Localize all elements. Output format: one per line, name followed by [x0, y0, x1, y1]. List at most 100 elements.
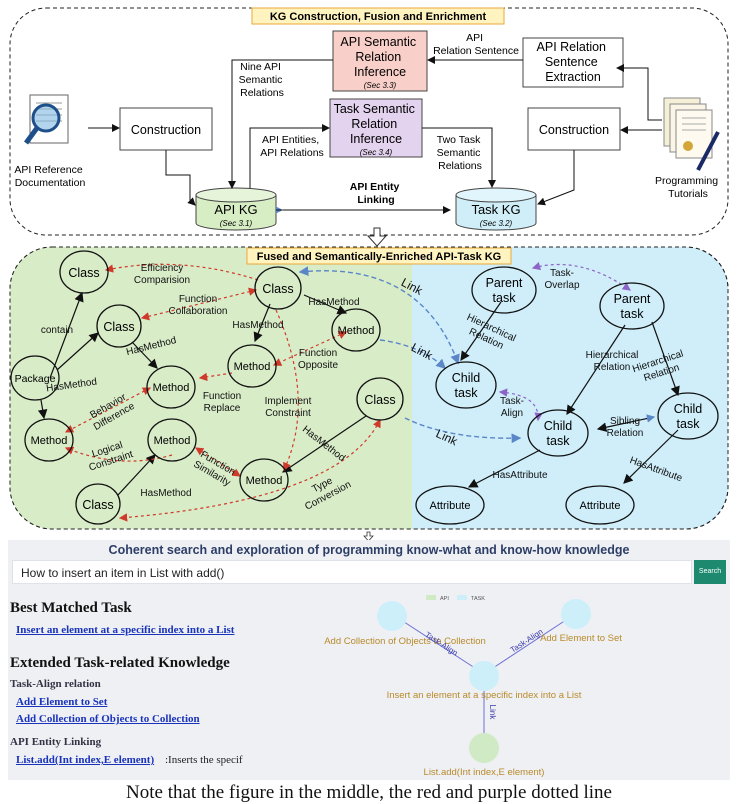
best-matched-link[interactable]: Insert an element at a specific index in…: [16, 624, 235, 636]
node-method-2: [227, 344, 277, 388]
node-package: [10, 355, 60, 401]
top-panel-title-tag: [251, 7, 505, 25]
search-ui-title: Coherent search and exploration of progr…: [108, 543, 630, 557]
node-class-5: [75, 483, 121, 525]
api-entity-linking-label: API Entity Linking: [350, 181, 403, 206]
node-class-2-label: Class: [103, 320, 134, 334]
node-child-task-3: [657, 392, 719, 440]
graph-node-bottom[interactable]: [469, 733, 499, 763]
node-class-3: [254, 266, 302, 310]
api-semantic-inference-box: [332, 30, 428, 92]
search-input[interactable]: How to insert an item in List with add(): [12, 560, 692, 584]
node-parent-task-2: [599, 282, 665, 330]
api-semantic-inference-title: API Semantic Relation Inference: [340, 35, 419, 79]
construction-right-label: Construction: [539, 123, 609, 137]
best-matched-heading: Best Matched Task: [10, 600, 132, 616]
task-graph: API TASK Add Collection of Objects to Co…: [324, 595, 622, 778]
task-align-heading: Task-Align relation: [10, 678, 101, 690]
node-method-5: [147, 418, 197, 462]
task-semantic-sec: (Sec 3.4): [360, 148, 393, 157]
graph-edge-link: Link: [488, 705, 497, 721]
fused-panel-title: Fused and Semantically-Enriched API-Task…: [257, 251, 502, 263]
node-attribute-2: [565, 485, 635, 525]
node-class-3-label: Class: [262, 282, 293, 296]
label-hasmethod-2: HasMethod: [232, 320, 283, 331]
search-button[interactable]: Search: [694, 560, 726, 584]
node-method-4: [24, 418, 74, 462]
node-method-2-label: Method: [234, 361, 271, 373]
extended-knowledge-heading: Extended Task-related Knowledge: [10, 655, 230, 671]
legend-api-swatch: [426, 595, 436, 600]
graph-node-left[interactable]: [377, 601, 407, 631]
fused-panel-title-tag: [246, 247, 512, 265]
node-attribute-2-label: Attribute: [580, 500, 621, 512]
node-class-2: [96, 304, 142, 348]
task-semantic-inference-box: [329, 98, 423, 158]
api-kg-cylinder: [195, 187, 277, 231]
node-method-6-label: Method: [246, 475, 283, 487]
node-attribute-1: [415, 485, 485, 525]
task-align-link-1[interactable]: Add Element to Set: [16, 696, 108, 708]
graph-node-bottom-label: List.add(Int index,E element): [424, 767, 545, 778]
node-class-4: [356, 377, 404, 421]
top-panel-title: KG Construction, Fusion and Enrichment: [270, 11, 487, 23]
api-linking-heading: API Entity Linking: [10, 736, 102, 748]
label-task-overlap: Task-Overlap: [544, 268, 579, 291]
api-kg-label: API KG: [214, 202, 257, 217]
legend-task-swatch: [457, 595, 467, 600]
two-task-relations-label: Two Task Semantic Relations: [437, 134, 484, 172]
label-hasmethod-5: HasMethod: [140, 488, 191, 499]
node-method-3: [146, 365, 196, 409]
nine-relations-label: Nine API Semantic Relations: [239, 61, 286, 99]
graph-node-left-label: Add Collection of Objects to Collection: [324, 636, 486, 647]
construction-left-box: [119, 107, 213, 151]
label-task-align: Task-Align: [500, 396, 524, 419]
documentation-magnifier-icon: [23, 94, 69, 145]
api-entities-label: API Entities, API Relations: [260, 134, 324, 159]
api-link-description: :Inserts the specif: [165, 754, 243, 766]
construction-right-box: [527, 107, 621, 151]
programming-tutorials-label: Programming Tutorials: [655, 175, 721, 200]
node-method-1-label: Method: [338, 325, 375, 337]
label-contain: contain: [41, 325, 73, 336]
graph-node-right-label: Add Element to Set: [540, 633, 622, 644]
down-arrow-icon: [366, 227, 388, 247]
node-child-task-1: [435, 361, 497, 409]
node-class-1-label: Class: [68, 266, 99, 280]
api-link[interactable]: List.add(Int index,E element): [16, 754, 155, 766]
api-semantic-sec: (Sec 3.3): [364, 81, 397, 90]
task-kg-cylinder: [455, 187, 537, 231]
figure-caption: Note that the figure in the middle, the …: [126, 782, 612, 803]
node-attribute-1-label: Attribute: [430, 500, 471, 512]
api-relation-extraction-box: [522, 37, 624, 88]
api-relation-extraction-title: API Relation Sentence Extraction: [537, 40, 610, 84]
graph-node-center-label: Insert an element at a specific index in…: [387, 690, 582, 701]
api-relation-sentence-label: API Relation Sentence: [433, 32, 519, 57]
legend-task-label: TASK: [471, 596, 485, 602]
construction-left-label: Construction: [131, 123, 201, 137]
node-parent-task-1: [471, 266, 537, 314]
node-method-6: [239, 458, 289, 502]
api-kg-sec: (Sec 3.1): [220, 219, 253, 228]
task-semantic-inference-title: Task Semantic Relation Inference: [334, 102, 419, 146]
task-kg-label: Task KG: [471, 202, 520, 217]
label-hasmethod-1: HasMethod: [308, 297, 359, 308]
tutorial-documents-icon: [663, 97, 720, 171]
task-align-link-2[interactable]: Add Collection of Objects to Collection: [16, 713, 200, 725]
node-method-5-label: Method: [154, 435, 191, 447]
graph-node-right[interactable]: [561, 599, 591, 629]
task-kg-sec: (Sec 3.2): [480, 219, 513, 228]
node-child-task-2: [527, 409, 589, 457]
graph-node-center[interactable]: [469, 661, 499, 691]
